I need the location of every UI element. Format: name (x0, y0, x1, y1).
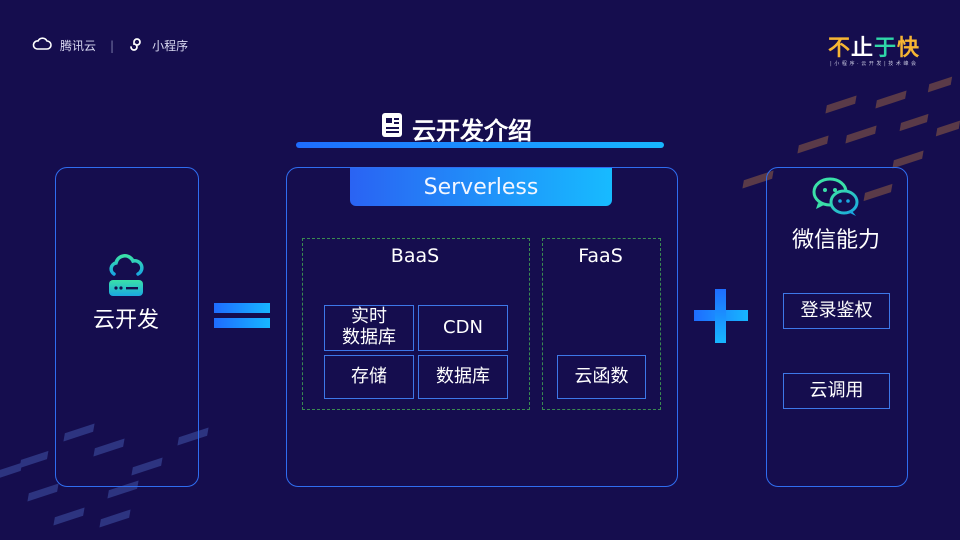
decor-stripe (927, 76, 953, 93)
title-underline (296, 142, 664, 148)
baas-cell-database: 数据库 (418, 355, 508, 399)
wechat-cell-login-auth: 登录鉴权 (783, 293, 890, 329)
page-title: 云开发介绍 (380, 111, 600, 145)
decor-stripe (825, 95, 857, 114)
logo-char: 于 (874, 36, 898, 61)
header-brand: 腾讯云 | 小程序 (32, 36, 188, 55)
baas-cell-cdn: CDN (418, 305, 508, 351)
decor-stripe (935, 120, 960, 137)
decor-stripe (797, 135, 829, 154)
event-logo: 不止于快 (828, 30, 920, 62)
cloudbase-label: 云开发 (92, 308, 159, 333)
wechat-chat-icon (810, 176, 862, 222)
document-icon (380, 111, 406, 145)
logo-tagline: | 小 程 序 · 云 开 发 | 技 术 峰 会 (830, 61, 917, 67)
wechat-panel (766, 167, 908, 487)
serverless-header: Serverless (350, 168, 612, 206)
decor-stripe (53, 507, 85, 526)
faas-group (542, 238, 661, 410)
decor-stripe (892, 150, 924, 169)
cloud-server-icon (104, 252, 148, 304)
equals-sign-top (214, 303, 270, 313)
baas-label: BaaS (390, 245, 440, 267)
wechat-capabilities-label: 微信能力 (791, 228, 880, 253)
logo-char: 止 (851, 36, 875, 61)
decor-stripe (845, 125, 877, 144)
faas-cell-cloud-function: 云函数 (557, 355, 646, 399)
logo-char: 不 (828, 36, 852, 61)
page-title-text: 云开发介绍 (412, 116, 532, 145)
decor-stripe (19, 450, 49, 469)
baas-cell-realtime-db: 实时 数据库 (324, 305, 414, 351)
plus-sign-vertical (715, 289, 726, 343)
decor-stripe (27, 483, 59, 502)
baas-cell-storage: 存储 (324, 355, 414, 399)
logo-char: 快 (897, 36, 921, 61)
serverless-panel (286, 167, 678, 487)
decor-stripe (0, 462, 23, 479)
baas-group (302, 238, 530, 410)
decor-stripe (899, 113, 929, 132)
mini-program-icon (128, 36, 144, 55)
faas-label: FaaS (578, 245, 623, 267)
mini-program-label: 小程序 (152, 39, 189, 53)
decor-stripe (875, 90, 907, 109)
equals-sign-bottom (214, 318, 270, 328)
cloudbase-panel (55, 167, 199, 487)
brand-separator: | (110, 38, 115, 53)
tencent-cloud-label: 腾讯云 (60, 39, 97, 53)
wechat-cell-cloud-call: 云调用 (783, 373, 890, 409)
tencent-cloud-icon (32, 37, 52, 54)
decor-stripe (99, 509, 131, 528)
